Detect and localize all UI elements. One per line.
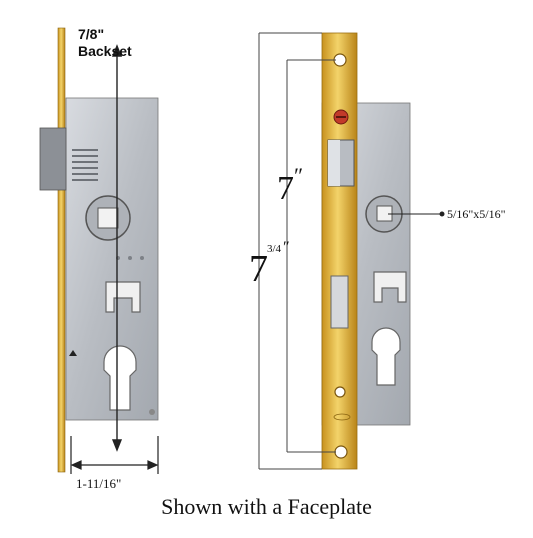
- left-cam-window: [105, 281, 141, 313]
- left-spindle-square: [97, 207, 119, 229]
- hole-spacing-value: 7: [277, 170, 294, 207]
- brass-faceplate: [321, 32, 358, 470]
- width-arrow: [70, 436, 159, 474]
- cylinder-marker: [69, 350, 77, 356]
- latch-spring: [72, 149, 98, 181]
- left-cylinder-cutout: [103, 345, 137, 411]
- faceplate-lower-screw: [334, 386, 346, 398]
- right-cam-window: [373, 271, 407, 303]
- hole-spacing-dimension: [286, 59, 336, 453]
- overall-height-dimension: [258, 32, 322, 470]
- right-cylinder-cutout: [371, 327, 401, 386]
- left-faceplate-edge: [57, 27, 66, 473]
- left-latch-bolt: [39, 127, 67, 191]
- faceplate-stamp: [333, 413, 351, 421]
- faceplate-bottom-hole: [334, 445, 348, 459]
- hole-spacing-inch-mark: ″: [294, 163, 304, 188]
- overall-height-whole: 7: [249, 248, 268, 290]
- backset-arrow: [111, 44, 123, 452]
- right-lock-front-view: [258, 32, 445, 470]
- spindle-leader: [388, 211, 445, 217]
- spindle-size-label: 5/16"x5/16": [447, 207, 506, 221]
- backset-label: 7/8" Backset: [78, 26, 132, 60]
- hole-spacing-label: 7″: [277, 163, 303, 208]
- figure-caption: Shown with a Faceplate: [161, 494, 372, 519]
- right-bolt-slot: [330, 275, 349, 329]
- backset-value: 7/8": [78, 26, 105, 42]
- backset-word: Backset: [78, 43, 132, 59]
- left-lock-side-view: [39, 27, 159, 474]
- left-body-screw: [149, 409, 155, 415]
- overall-height-inch-mark: ″: [283, 239, 290, 256]
- overall-height-label: 7 3/4 ″: [249, 239, 290, 291]
- width-dimension-label: 1-11/16": [76, 476, 122, 491]
- overall-height-fraction: 3/4: [267, 243, 282, 255]
